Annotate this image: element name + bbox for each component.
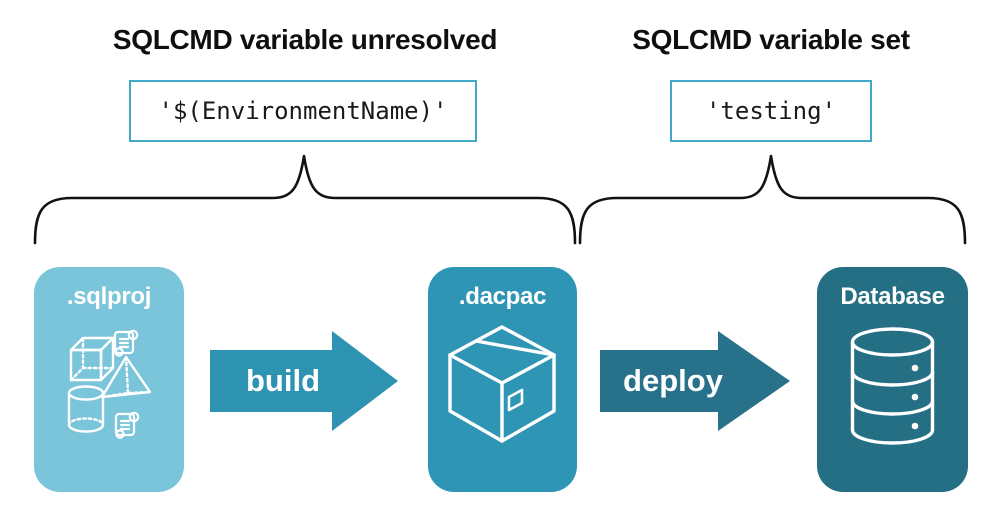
- node-sqlproj: .sqlproj: [34, 267, 184, 492]
- node-dacpac-label: .dacpac: [458, 283, 547, 310]
- resolved-variable-code: 'testing': [705, 97, 837, 125]
- node-sqlproj-label: .sqlproj: [66, 283, 152, 310]
- right-heading: SQLCMD variable set: [632, 24, 910, 55]
- node-database: Database: [817, 267, 968, 492]
- node-dacpac: .dacpac: [428, 267, 577, 492]
- node-database-label: Database: [840, 283, 945, 310]
- unresolved-variable-code: '$(EnvironmentName)': [158, 97, 448, 125]
- cube-icon: [69, 336, 115, 382]
- resolved-variable-box: 'testing': [670, 80, 872, 142]
- left-heading: SQLCMD variable unresolved: [112, 24, 498, 55]
- cylinder-icon: [67, 385, 105, 433]
- right-brace-icon: [578, 154, 967, 245]
- package-icon: [448, 325, 556, 443]
- deploy-arrow-label: deploy: [623, 363, 723, 398]
- left-brace-icon: [33, 154, 577, 245]
- script-icon: [114, 411, 140, 439]
- database-icon: [850, 327, 935, 445]
- unresolved-variable-box: '$(EnvironmentName)': [129, 80, 477, 142]
- pyramid-icon: [100, 355, 152, 399]
- sql-objects-icon: [67, 329, 152, 439]
- script-icon: [113, 329, 139, 357]
- build-arrow-label: build: [245, 363, 321, 398]
